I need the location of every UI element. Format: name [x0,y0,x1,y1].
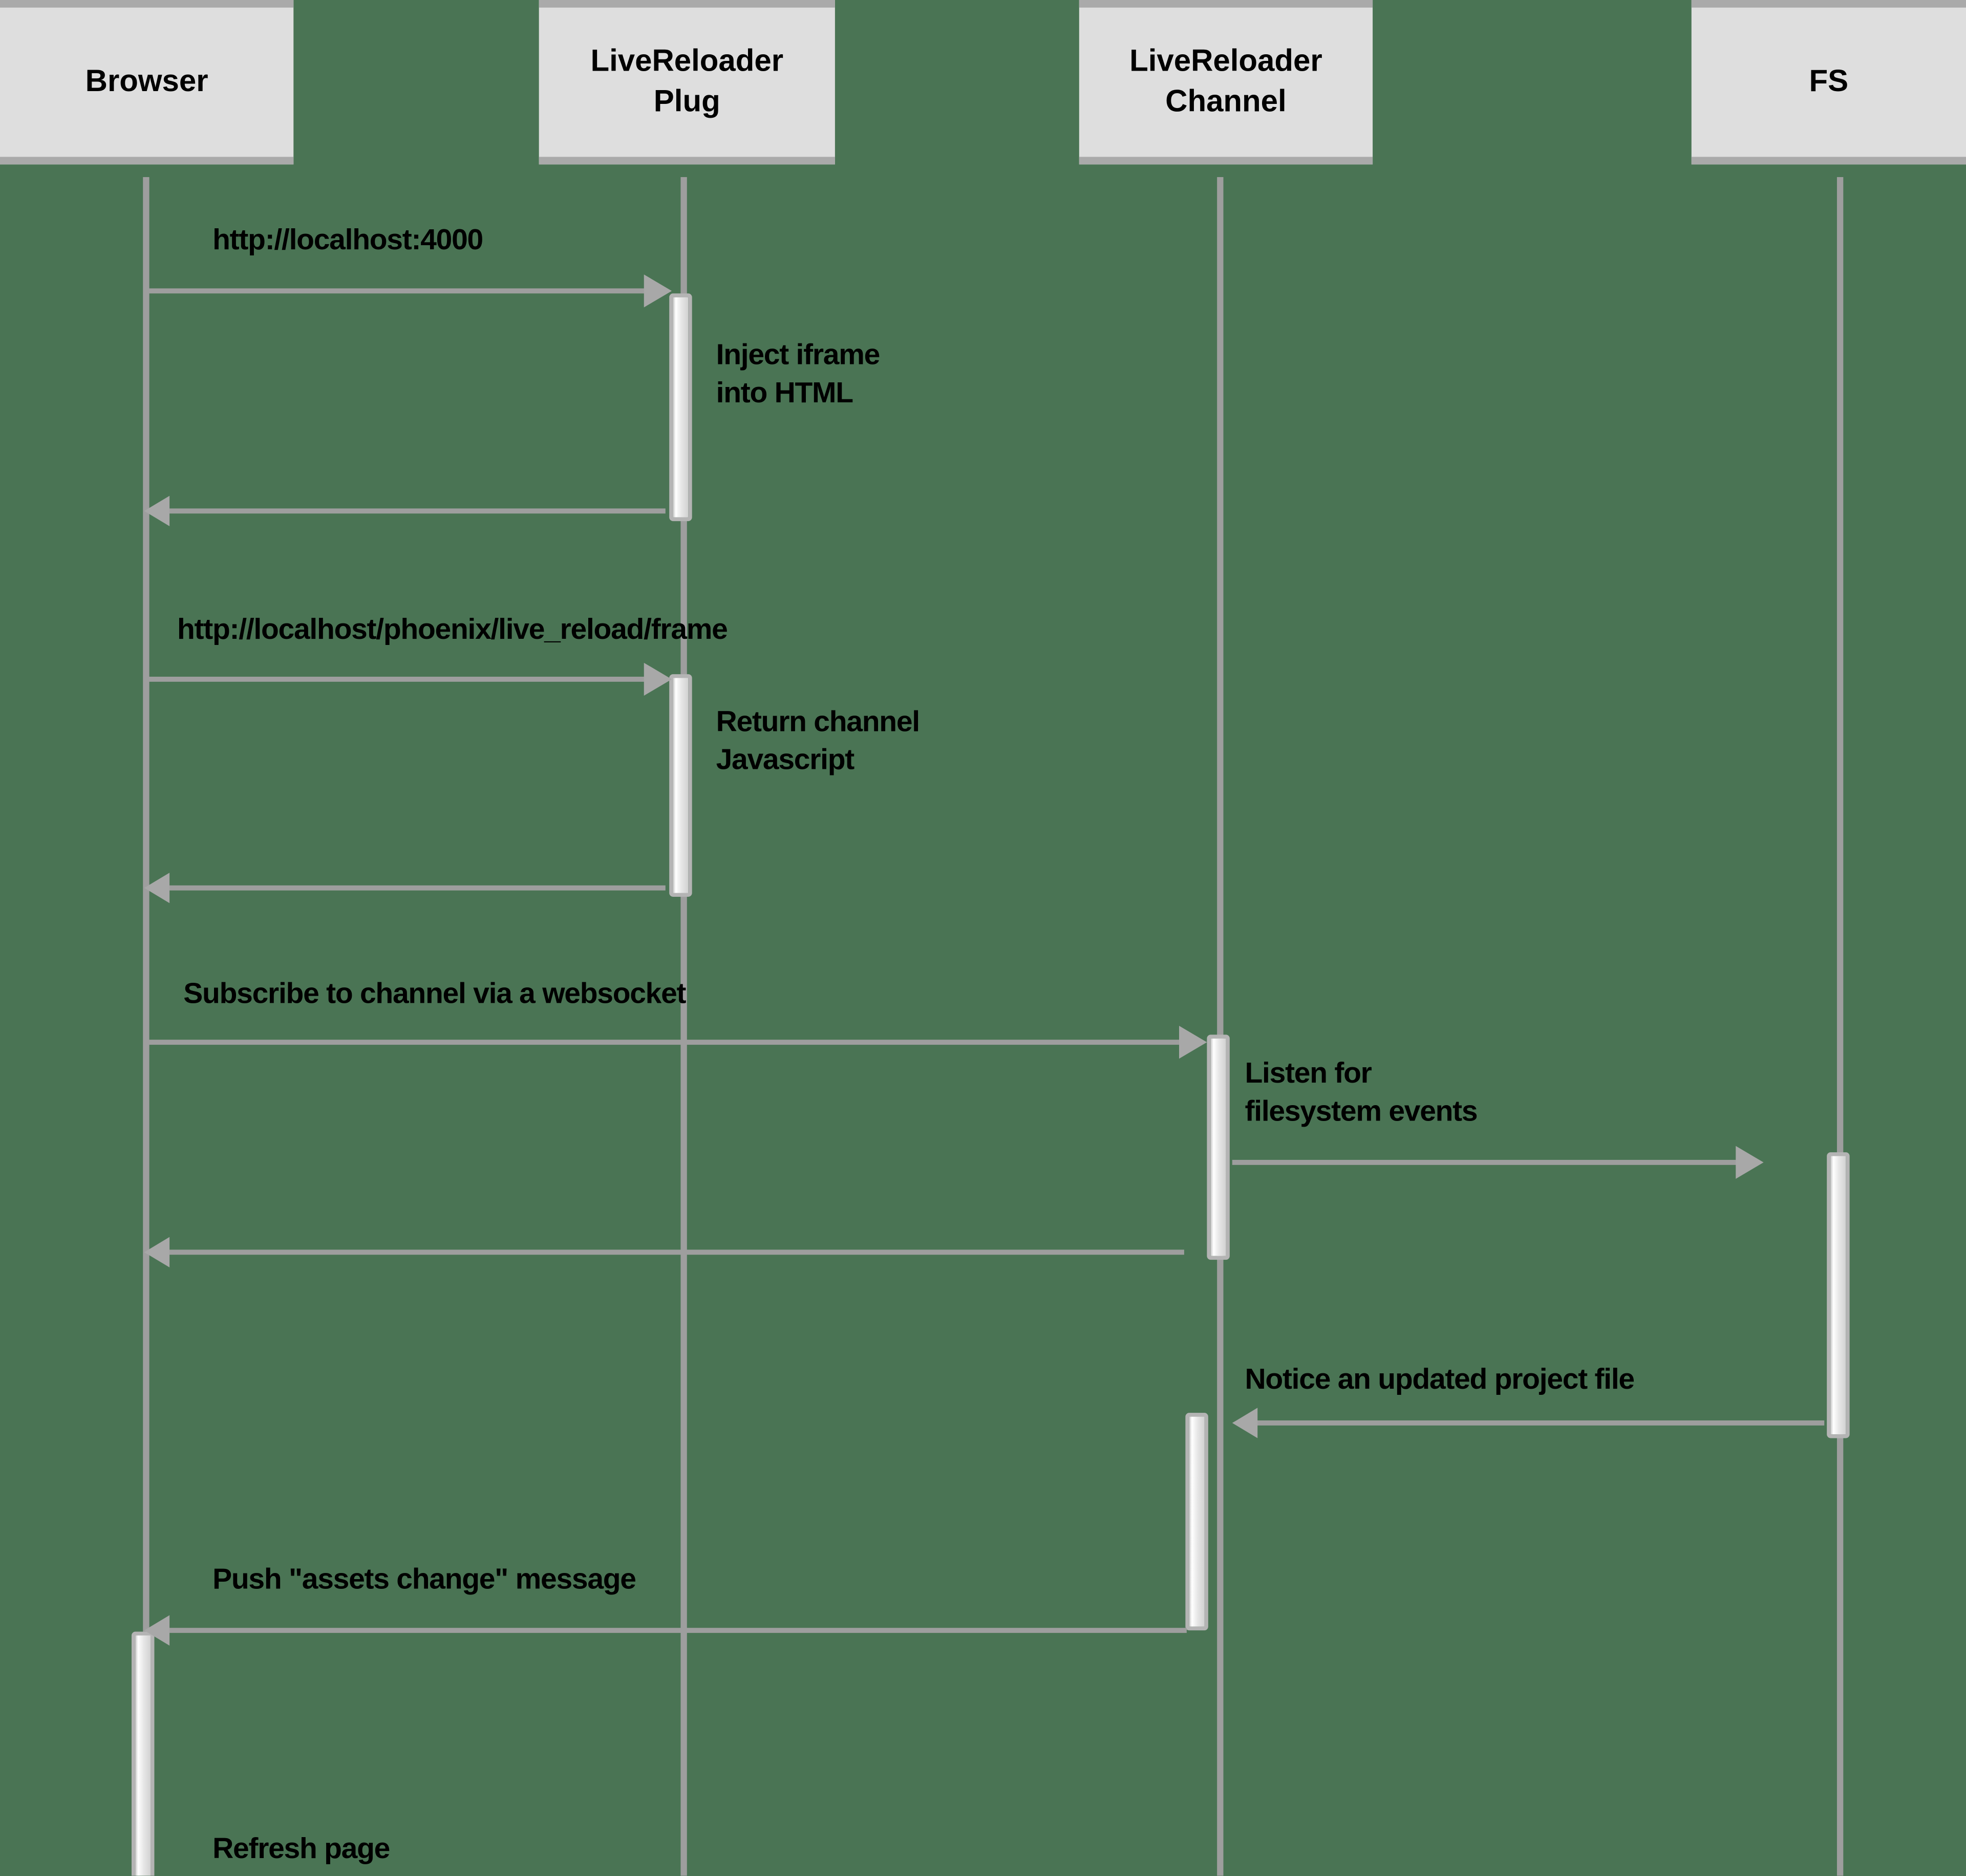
message-line-4 [164,885,666,891]
message-line-5 [146,1040,1182,1045]
message-label-8: Notice an updated project file [1245,1362,1635,1395]
lifeline-livereloader-channel [1217,177,1224,1876]
activation-browser-1 [131,1631,155,1876]
message-label-9: Push "assets change" message [212,1562,636,1595]
message-line-2 [164,508,666,514]
message-arrowhead-3 [644,662,672,696]
message-label-10: Refresh page [212,1831,390,1865]
participant-label-fs: FS [1809,64,1849,99]
activation-plug-2 [669,674,692,897]
message-arrowhead-7 [144,1237,170,1267]
message-arrowhead-4 [144,873,170,903]
lifeline-fs [1836,177,1844,1876]
participant-box-browser[interactable]: Browser [0,0,294,165]
participant-box-livereloader-plug[interactable]: LiveReloader Plug [539,0,835,165]
message-arrowhead-8 [1232,1408,1258,1438]
message-line-8 [1252,1420,1825,1426]
note-listen-filesystem-events: Listen for filesystem events [1245,1056,1478,1128]
participant-box-livereloader-channel[interactable]: LiveReloader Channel [1079,0,1373,165]
participant-label-livereloader-plug: LiveReloader Plug [590,44,784,119]
participant-box-fs[interactable]: FS [1691,0,1966,165]
message-arrowhead-6 [1736,1146,1764,1179]
participant-label-livereloader-channel: LiveReloader Channel [1129,44,1322,119]
message-label-1: http://localhost:4000 [212,222,483,256]
message-line-9 [164,1628,1187,1633]
message-arrowhead-9 [144,1615,170,1646]
lifeline-livereloader-plug [680,177,687,1876]
message-label-5: Subscribe to channel via a websocket [183,976,686,1009]
note-return-channel-js: Return channel Javascript [716,704,920,776]
message-arrowhead-5 [1179,1026,1207,1059]
activation-plug-1 [669,293,692,522]
activation-fs-1 [1827,1152,1850,1438]
message-line-3 [146,677,647,682]
activation-channel-2 [1185,1413,1208,1631]
note-inject-iframe: Inject iframe into HTML [716,337,881,409]
message-arrowhead-2 [144,495,170,526]
lifeline-browser [143,177,149,1876]
message-label-3: http://localhost/phoenix/live_reload/fra… [177,612,728,645]
activation-channel-1 [1207,1034,1230,1260]
message-line-1 [146,288,647,294]
participant-label-browser: Browser [85,64,208,99]
message-arrowhead-1 [644,274,672,308]
message-line-7 [164,1249,1184,1255]
message-line-6 [1232,1159,1739,1165]
